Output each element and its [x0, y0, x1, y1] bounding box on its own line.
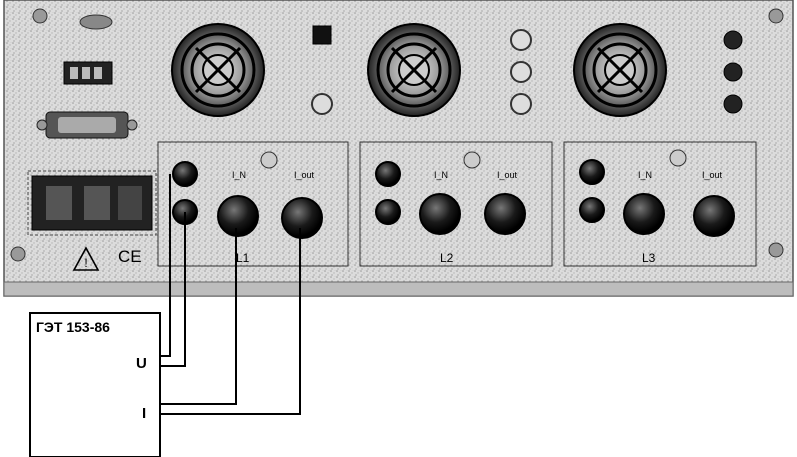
- channel-label-l3: L3: [642, 251, 656, 265]
- fan-2: [367, 23, 461, 117]
- voltage-terminal-l1-high: [172, 161, 198, 187]
- current-input-terminal-l1: [217, 195, 259, 237]
- wire-current-in: [160, 228, 237, 405]
- voltage-terminal-l2-low: [375, 199, 401, 225]
- wires: [160, 174, 301, 415]
- wire-voltage-high: [160, 174, 171, 357]
- input-label-l2: I_N: [434, 170, 448, 180]
- output-label-l1: I_out: [294, 170, 315, 180]
- channel-label-l2: L2: [440, 251, 454, 265]
- bnc-connector-icon: [723, 30, 743, 50]
- reference-box-title: ГЭТ 153-86: [36, 319, 110, 335]
- current-input-terminal-l3: [623, 193, 665, 235]
- svg-text:!: !: [84, 256, 87, 270]
- power-entry-module: [27, 170, 157, 236]
- screw-icon: [10, 246, 26, 262]
- voltage-terminal-l3-low: [579, 197, 605, 223]
- bnc-connector-icon: [723, 94, 743, 114]
- current-output-terminal-l2: [484, 193, 526, 235]
- logo-area: [36, 14, 138, 139]
- indicator-icon: [510, 61, 532, 83]
- input-label-l1: I_N: [232, 170, 246, 180]
- current-output-terminal-l3: [693, 195, 735, 237]
- terminal-label-u: U: [136, 355, 147, 372]
- fan-1: [171, 23, 265, 117]
- voltage-terminal-l2-high: [375, 161, 401, 187]
- current-input-terminal-l2: [419, 193, 461, 235]
- screw-icon: [32, 8, 48, 24]
- channel-frame-l2: [359, 141, 553, 267]
- output-label-l2: I_out: [497, 170, 518, 180]
- terminal-screw-icon: [669, 149, 687, 167]
- bnc-connector-icon: [723, 62, 743, 82]
- wire-voltage-low: [160, 212, 186, 367]
- output-label-l3: I_out: [702, 170, 723, 180]
- wire-current-out: [160, 228, 301, 415]
- indicator-icon: [510, 29, 532, 51]
- terminal-label-i: I: [142, 405, 146, 422]
- input-label-l3: I_N: [638, 170, 652, 180]
- screw-icon: [768, 8, 784, 24]
- channel-label-l1: L1: [236, 251, 250, 265]
- warning-icon: !: [72, 246, 100, 271]
- fan-3: [573, 23, 667, 117]
- reference-standard-box: ГЭТ 153-86 U I: [29, 312, 161, 457]
- screw-icon: [768, 242, 784, 258]
- indicator-icon: [311, 93, 333, 115]
- power-switch-icon: [312, 25, 332, 45]
- current-output-terminal-l1: [281, 197, 323, 239]
- ce-mark: CE: [118, 247, 142, 266]
- voltage-terminal-l3-high: [579, 159, 605, 185]
- channel-frame-l3: [563, 141, 757, 267]
- terminal-screw-icon: [260, 151, 278, 169]
- terminal-screw-icon: [463, 151, 481, 169]
- channel-frame-l1: [157, 141, 349, 267]
- indicator-icon: [510, 93, 532, 115]
